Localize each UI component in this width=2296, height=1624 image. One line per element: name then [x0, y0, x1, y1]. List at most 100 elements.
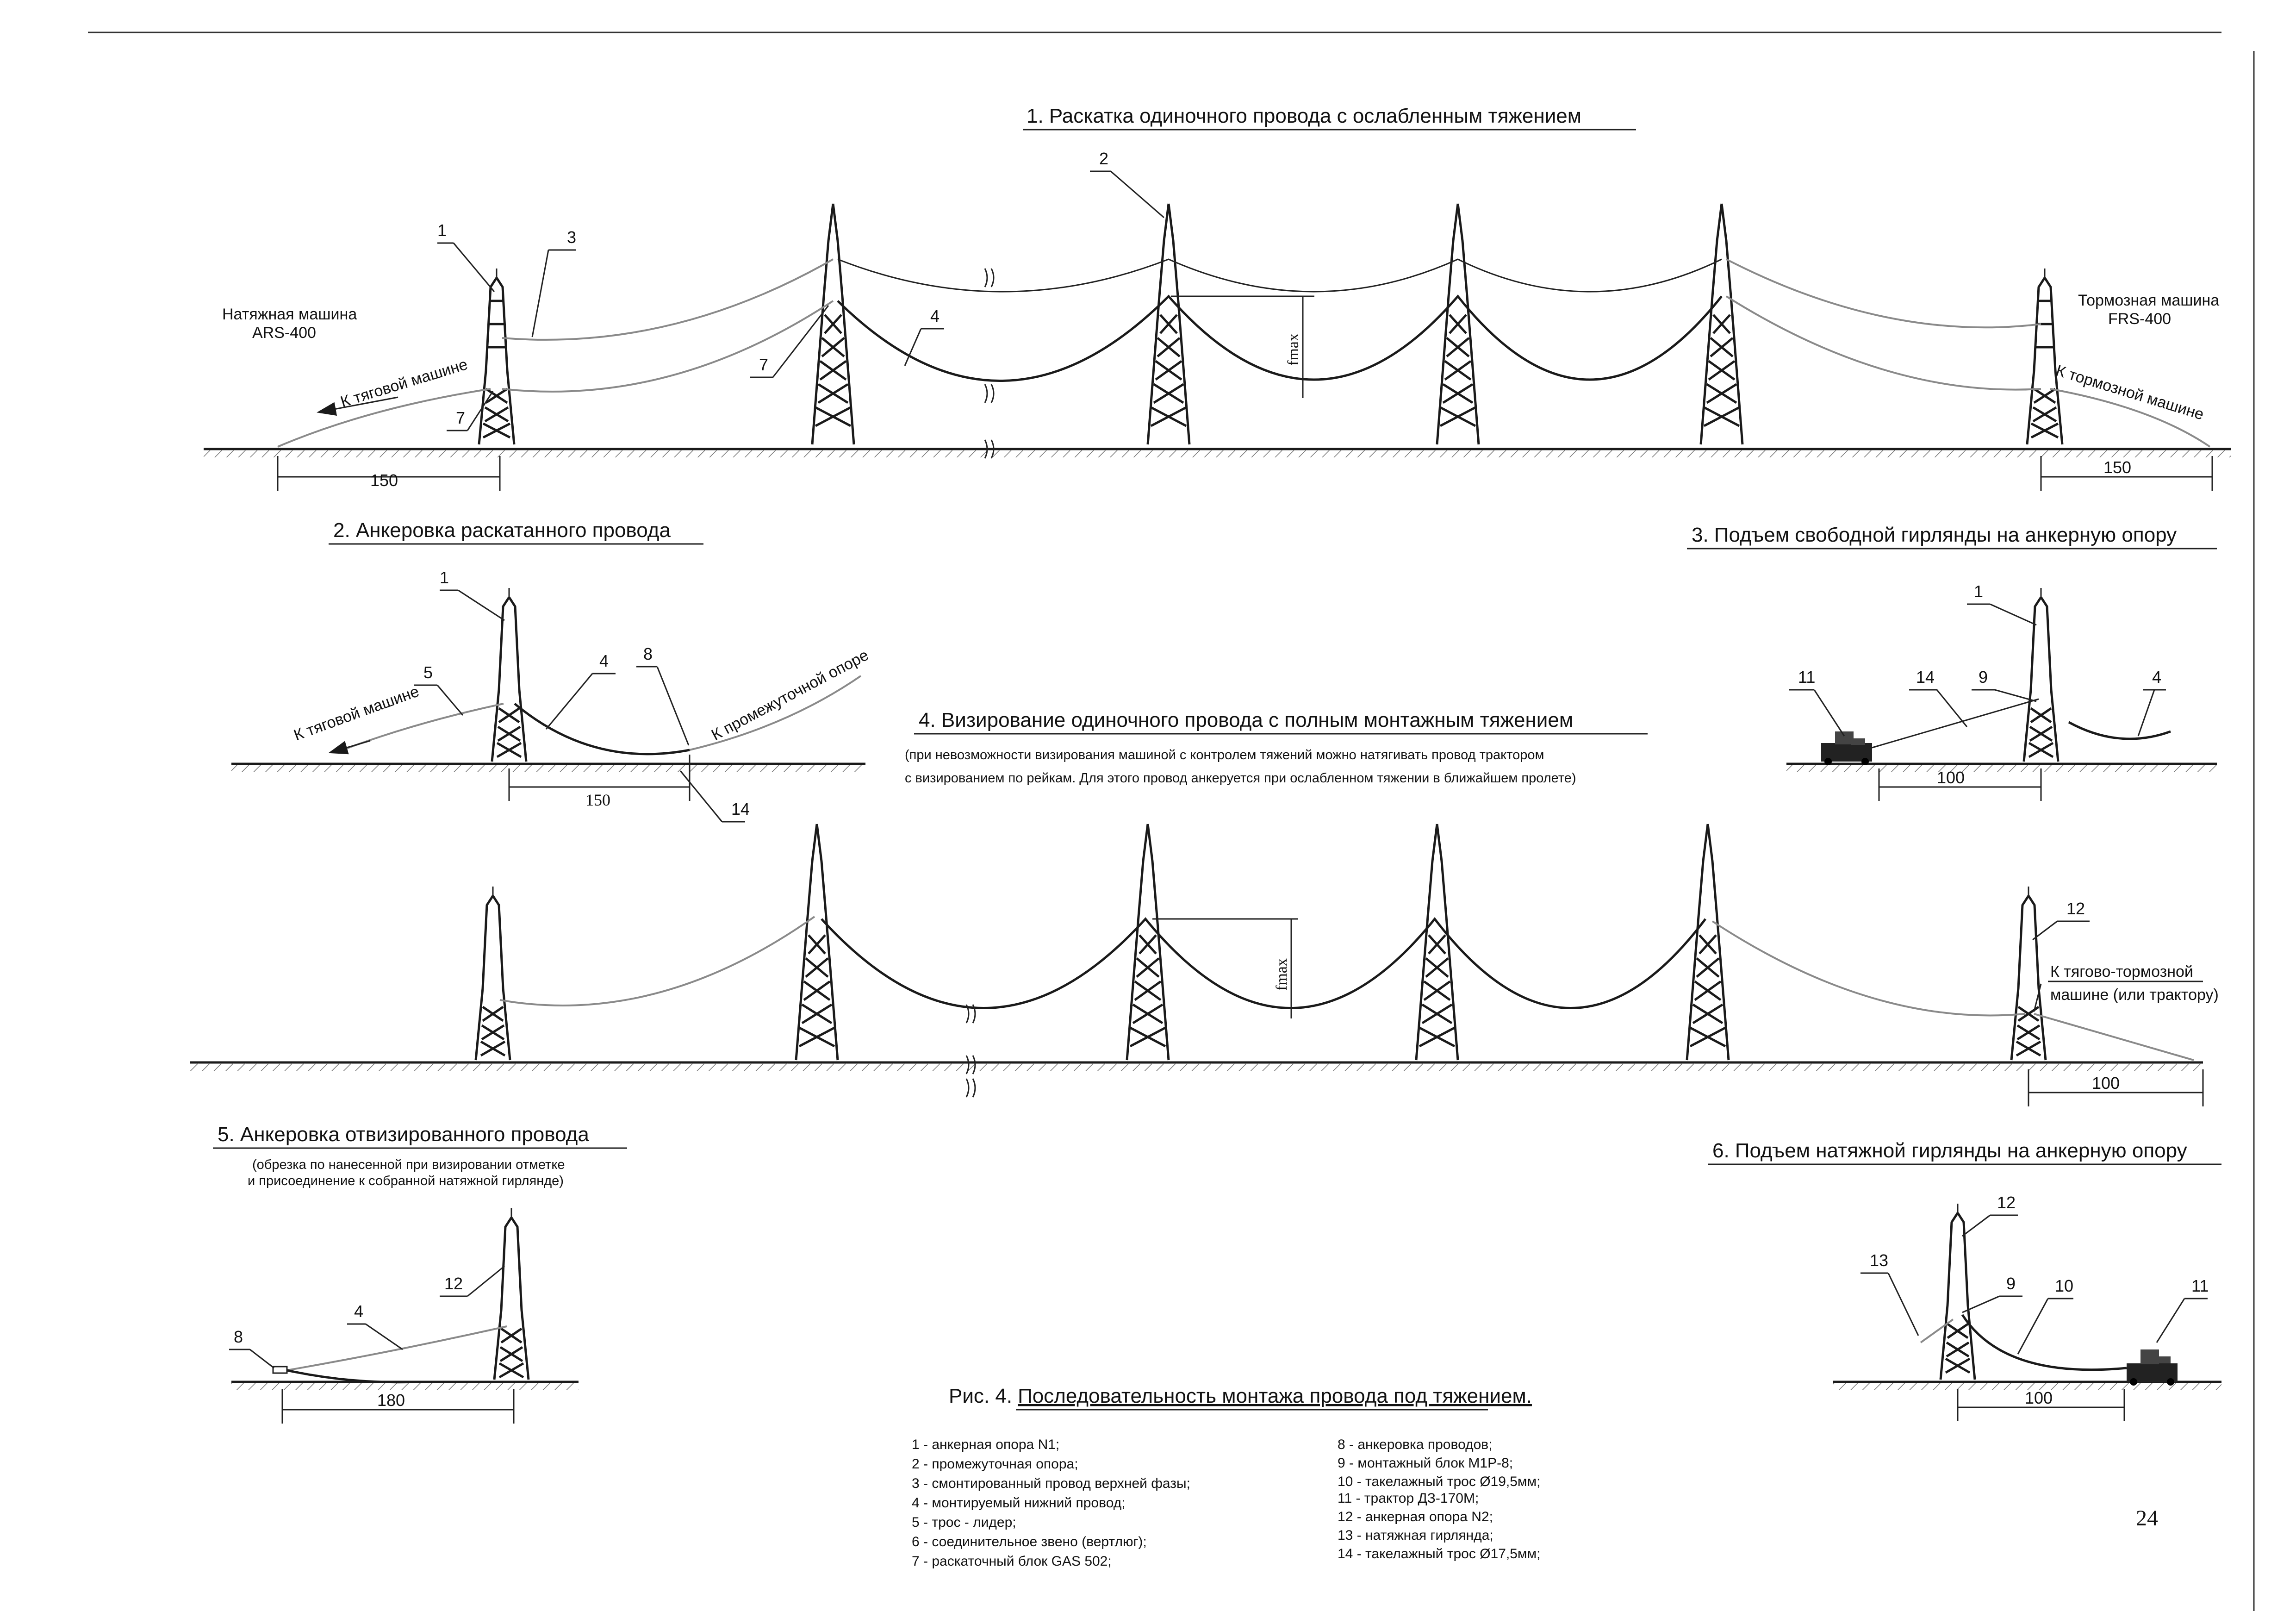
legend-item-12: 12 - анкерная опора N2;	[1338, 1509, 1493, 1524]
svg-text:1: 1	[440, 568, 449, 587]
intermediate-tower-s4-c	[1415, 824, 1459, 1061]
svg-text:8: 8	[643, 644, 653, 663]
section-5-note-2: и присоединение к собранной натяжной гир…	[248, 1174, 564, 1188]
brake-machine-model: FRS-400	[2108, 310, 2171, 328]
legend-left: 1 - анкерная опора N1; 2 - промежуточная…	[912, 1437, 1190, 1569]
intermediate-tower-s4-b	[1126, 824, 1170, 1061]
anchor-tower-2-s4	[2010, 887, 2047, 1061]
figure-caption: Рис. 4. Последовательность монтажа провод…	[949, 1385, 1532, 1411]
wire-4-s2	[514, 703, 690, 756]
svg-text:1: 1	[1974, 582, 1983, 601]
caption-text: Последовательность монтажа провода под т…	[1018, 1385, 1532, 1407]
section-1-title: 1. Раскатка одиночного провода с ослабле…	[1027, 105, 1581, 127]
pull-rope-left	[277, 388, 491, 448]
svg-text:2: 2	[1099, 149, 1108, 168]
svg-text:4: 4	[354, 1302, 363, 1321]
wire-4-s3	[2068, 721, 2171, 740]
anchor-tower-2-s5	[493, 1208, 530, 1380]
brake-machine-label: Тормозная машина	[2078, 292, 2219, 309]
section-2-title: 2. Анкеровка раскатанного провода	[333, 519, 671, 542]
section-4: 4. Визирование одиночного провода с полн…	[190, 709, 2219, 1106]
lower-wire-left	[502, 300, 834, 393]
legend-item-8: 8 - анкеровка проводов;	[1338, 1437, 1493, 1452]
fmax-label: fmax	[1285, 333, 1302, 366]
dim-100-s3: 100	[1937, 768, 1965, 787]
intermediate-tower-s4-a	[795, 824, 839, 1061]
section-6: 6. Подъем натяжной гирлянды на анкерную …	[1708, 1139, 2221, 1421]
svg-text:4: 4	[930, 306, 940, 325]
legend-right: 8 - анкеровка проводов; 9 - монтажный бл…	[1338, 1437, 1541, 1562]
fmax-label-s4: fmax	[1273, 958, 1290, 991]
anchor-tower-2	[2026, 269, 2064, 445]
callouts-s2: 1 5 4 8 14	[414, 568, 750, 823]
tractor-icon	[1821, 731, 1872, 765]
section-3: 3. Подъем свободной гирлянды на анкерную…	[1687, 524, 2217, 801]
pull-rope-right	[2050, 388, 2211, 448]
anchoring-rope-s5	[286, 1369, 417, 1384]
svg-text:3: 3	[567, 228, 576, 247]
legend-item-5: 5 - трос - лидер;	[912, 1515, 1016, 1530]
wire-4-s2-tail	[689, 675, 862, 751]
legend-item-4: 4 - монтируемый нижний провод;	[912, 1495, 1126, 1511]
dim-150-left-label: 150	[370, 471, 398, 490]
legend-item-3: 3 - смонтированный провод верхней фазы;	[912, 1476, 1190, 1491]
caption-prefix: Рис. 4.	[949, 1385, 1012, 1407]
svg-text:9: 9	[1979, 668, 1988, 687]
svg-text:7: 7	[456, 408, 465, 427]
legend-item-13: 13 - натяжная гирлянда;	[1338, 1528, 1493, 1543]
lower-wire-span	[837, 294, 1723, 382]
section-4-title: 4. Визирование одиночного провода с полн…	[919, 709, 1573, 731]
legend-item-9: 9 - монтажный блок М1Р-8;	[1338, 1455, 1513, 1471]
callouts-s1: 1 2 3 4 7 7	[437, 149, 1164, 431]
lower-wire-right	[1725, 295, 2041, 391]
dim-180-s5: 180	[377, 1391, 405, 1410]
upper-phase-wire-span	[837, 258, 1722, 293]
section-5-note-1: (обрезка по нанесенной при визировании о…	[252, 1157, 565, 1172]
break-marks	[984, 268, 995, 459]
legend-item-1: 1 - анкерная опора N1;	[912, 1437, 1059, 1452]
wire-4-s5	[286, 1325, 507, 1371]
section-2: 2. Анкеровка раскатанного провода К тяго…	[231, 519, 871, 823]
intermediate-tower-a	[811, 203, 855, 445]
to-pull-machine-label: К тяговой машине	[338, 356, 470, 411]
section-1: 1. Раскатка одиночного провода с ослабле…	[204, 105, 2231, 491]
svg-text:5: 5	[423, 663, 433, 682]
upper-phase-wire	[502, 258, 834, 341]
svg-text:Рис. 4.Последовательность монт: Рис. 4. Последовательность монтажа провод…	[949, 1385, 1532, 1407]
legend-item-2: 2 - промежуточная опора;	[912, 1456, 1078, 1472]
svg-text:4: 4	[2152, 668, 2161, 687]
section-5-title: 5. Анкеровка отвизированного провода	[218, 1123, 589, 1146]
ground-hatch	[204, 450, 2231, 457]
svg-text:11: 11	[1798, 668, 1815, 687]
section-5: 5. Анкеровка отвизированного провода (об…	[213, 1123, 627, 1424]
intermediate-tower-c	[1436, 203, 1480, 445]
svg-text:1: 1	[437, 221, 447, 240]
svg-text:10: 10	[2055, 1276, 2073, 1295]
dim-150-right-label: 150	[2103, 458, 2131, 477]
svg-text:14: 14	[731, 800, 750, 818]
to-brake-machine-label: К тормозной машине	[2054, 362, 2206, 423]
legend-item-14: 14 - такелажный трос Ø17,5мм;	[1338, 1546, 1541, 1562]
legend-item-10: 10 - такелажный трос Ø19,5мм;	[1338, 1474, 1541, 1489]
legend-item-6: 6 - соединительное звено (вертлюг);	[912, 1534, 1147, 1549]
anchor-tower-1-s4	[474, 887, 511, 1061]
page-number: 24	[2136, 1506, 2158, 1530]
anchor-tower-1-s3	[2022, 588, 2060, 762]
svg-text:11: 11	[2191, 1276, 2209, 1295]
section-4-note-2: с визированием по рейкам. Для этого пров…	[905, 771, 1576, 786]
tractor-icon-s6	[2127, 1349, 2178, 1386]
upper-wire-s4-right	[1711, 920, 2025, 1017]
anchor-tower-1-s2	[491, 588, 528, 762]
intermediate-tower-d	[1699, 203, 1744, 445]
callouts-s6: 12 13 9 10 11	[1860, 1193, 2209, 1355]
upper-phase-wire-right	[1726, 258, 2041, 329]
dim-150-s2: 150	[585, 791, 610, 809]
section-3-title: 3. Подъем свободной гирлянды на анкерную…	[1692, 524, 2177, 546]
pull-line-s4-right	[2034, 1013, 2194, 1061]
break-marks-s4	[965, 1004, 976, 1098]
callouts-s5: 12 4 8	[229, 1265, 505, 1369]
svg-text:7: 7	[759, 355, 768, 374]
intermediate-tower-s4-d	[1686, 824, 1730, 1061]
upper-wire-s4	[499, 916, 815, 1006]
